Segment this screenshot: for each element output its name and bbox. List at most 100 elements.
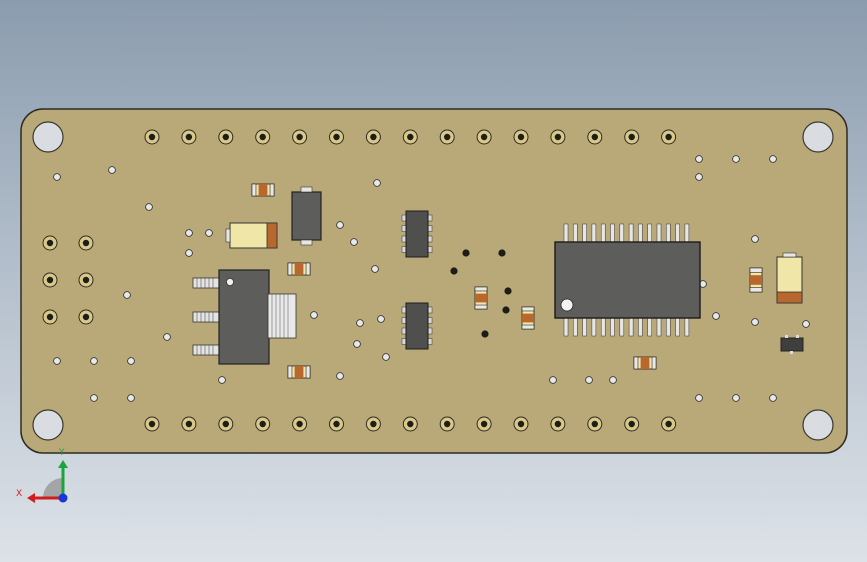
via-icon [310,311,318,319]
smd-resistor[interactable] [633,356,657,370]
smd-resistor[interactable] [287,262,311,276]
pad-icon [218,129,234,145]
pad-icon [624,129,640,145]
smd-resistor[interactable] [521,306,535,330]
via-icon [695,394,703,402]
via-icon [769,155,777,163]
pad-icon [624,416,640,432]
pad-icon [550,129,566,145]
via-group [53,155,810,402]
via-icon [127,394,135,402]
via-icon [549,376,557,384]
smd-resistor[interactable] [749,267,763,293]
pad-icon [329,129,344,145]
via-icon [504,287,512,295]
via-icon [377,315,385,323]
via-icon [127,357,135,365]
pad-icon [476,416,492,432]
pcb-board[interactable] [20,108,848,454]
ic-soic8-lower[interactable] [401,302,433,350]
bottom-header-row [144,416,677,432]
via-icon [53,173,61,181]
pad-icon [218,416,234,432]
via-icon [695,155,703,163]
via-icon [751,318,759,326]
pad-icon [550,416,566,432]
via-icon [802,320,810,328]
pad-icon [78,272,94,288]
via-icon [185,229,193,237]
axis-y-label: Y [58,448,65,458]
pad-icon [181,416,197,432]
via-icon [205,229,213,237]
pad-icon [439,416,455,432]
pad-icon [513,416,529,432]
axis-x-label: X [16,489,22,499]
transistor-q1[interactable] [780,335,804,354]
pad-icon [365,416,381,432]
hole-icon [32,409,64,441]
via-icon [336,221,344,229]
via-icon [382,353,390,361]
via-icon [373,179,381,187]
hole-icon [32,121,64,153]
pad-icon [255,129,271,145]
via-icon [751,235,759,243]
via-icon [336,372,344,380]
via-icon [732,394,740,402]
via-icon [481,330,489,338]
via-icon [353,340,361,348]
via-icon [90,357,98,365]
pin1-marker [560,298,574,312]
via-icon [450,267,458,275]
via-icon [502,306,510,314]
smd-resistor[interactable] [287,365,311,379]
via-icon [732,155,740,163]
top-header-row [144,129,677,145]
hole-icon [802,409,834,441]
smd-chip-group [251,183,763,379]
smd-resistor[interactable] [251,183,275,197]
pad-icon [476,129,492,145]
via-icon [462,249,470,257]
pad-icon [513,129,529,145]
pad-icon [144,129,160,145]
via-icon [53,357,61,365]
hole-icon [802,121,834,153]
via-icon [90,394,98,402]
via-icon [123,291,131,299]
via-icon [371,265,379,273]
pad-icon [78,235,94,251]
via-icon [163,333,171,341]
via-icon [585,376,593,384]
ic-soic8-upper[interactable] [401,210,433,258]
mount-holes [32,121,834,441]
pad-icon [587,416,603,432]
pad-icon [144,416,160,432]
pad-icon [661,416,677,432]
capacitor-c2[interactable] [776,252,803,304]
capacitor-c1[interactable] [225,222,278,249]
via-icon [712,312,720,320]
pad-icon [42,309,58,325]
via-icon [498,249,506,257]
via-icon [218,376,226,384]
pad-icon [78,309,94,325]
pad-icon [329,416,344,432]
via-icon [769,394,777,402]
via-icon [108,166,116,174]
via-icon [145,203,153,211]
pad-icon [365,129,381,145]
ic-main-tssop[interactable] [554,223,701,337]
left-header-block [42,235,94,325]
pad-icon [292,416,308,432]
smd-resistor[interactable] [474,286,488,310]
pad-icon [255,416,271,432]
pad-icon [181,129,197,145]
voltage-regulator[interactable] [192,269,297,365]
pad-icon [292,129,308,145]
pad-icon [402,416,418,432]
diode-d1[interactable] [291,186,322,246]
axis-triad: Y X [16,448,68,503]
